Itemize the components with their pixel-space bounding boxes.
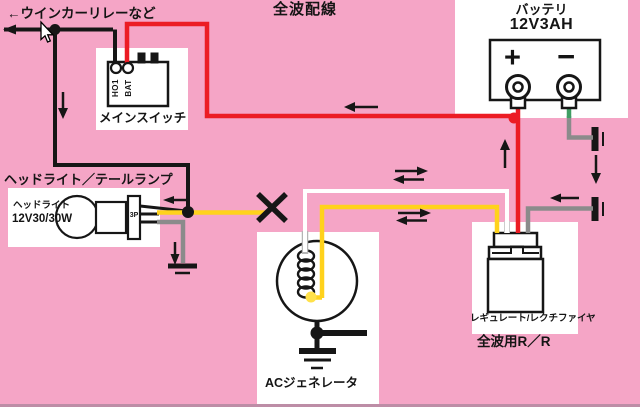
headlight-ground-icon (168, 263, 197, 275)
wire-gray-headlight-ground (157, 219, 186, 263)
switch-lug-icon (137, 52, 146, 64)
wire-gray-regulator-ground (525, 206, 593, 233)
battery-plus-sign: + (504, 42, 521, 74)
generator-circle (275, 239, 359, 323)
minus-terminal-hole (563, 81, 575, 93)
battery-spec: 12V3AH (509, 16, 574, 33)
battery-terminals (109, 61, 582, 110)
battery-minus-sign: − (557, 39, 576, 74)
regulator-notch (492, 245, 539, 254)
junction-dot-headlight (182, 206, 194, 218)
battery-label: バッテリ (515, 2, 568, 17)
bulb-base (94, 200, 128, 235)
frame-ground-upper-icon (591, 127, 604, 151)
mouse-cursor-icon (40, 20, 55, 43)
headlight-spec: 12V30/30W (12, 213, 73, 225)
cut-x-mark (256, 192, 288, 223)
flow-arrows (3, 24, 601, 265)
main-switch-label: メインスイッチ (99, 111, 187, 125)
component-outlines (54, 38, 602, 323)
black-wires (4, 27, 604, 370)
wire-gray-battery-ground (566, 116, 593, 140)
gray-wires (157, 116, 593, 263)
frame-ground-lower-icon (591, 197, 604, 221)
switch-lug-icon (150, 52, 159, 64)
plus-terminal-hole (512, 81, 524, 93)
coil-joint-blob (305, 291, 317, 303)
switch-terminal-1-label: HO1 (110, 79, 120, 97)
switch-terminal-2 (121, 61, 135, 75)
red-junction-dot (508, 112, 520, 124)
wire-red-switch-to-battery (124, 21, 516, 119)
headlight-label: ヘッドライト (13, 200, 71, 211)
headlight-connector-label: 3P (129, 212, 139, 219)
switch-terminal-2-label: BAT (123, 79, 133, 97)
regulator-connector (492, 231, 539, 249)
fullwave-rr-note: 全波用R／R (477, 334, 551, 349)
white-wire (303, 189, 509, 252)
headlight-pin-top (139, 204, 187, 213)
junctions (49, 24, 324, 340)
junction-dot-winker (49, 24, 61, 35)
wire-yellow-generator-to-regulator (319, 204, 500, 298)
regulator-label: レギュレート/レクチファイヤ (470, 313, 596, 324)
winker-relay-note: ←ウインカーリレーなど (7, 6, 156, 21)
page-title: 全波配線 (273, 1, 338, 18)
generator-label: ACジェネレータ (265, 376, 359, 390)
junction-dot-generator (310, 326, 324, 340)
headlight-connector (126, 194, 142, 241)
headlight-heading: ヘッドライト／テールランプ (4, 172, 173, 187)
regulator-body (486, 257, 545, 314)
arrow-left-winker (3, 24, 16, 35)
switch-terminal-1 (109, 61, 123, 75)
generator-ground-icon (299, 348, 336, 370)
wire-white-generator-to-regulator (303, 189, 509, 252)
photo-edge (0, 404, 640, 407)
